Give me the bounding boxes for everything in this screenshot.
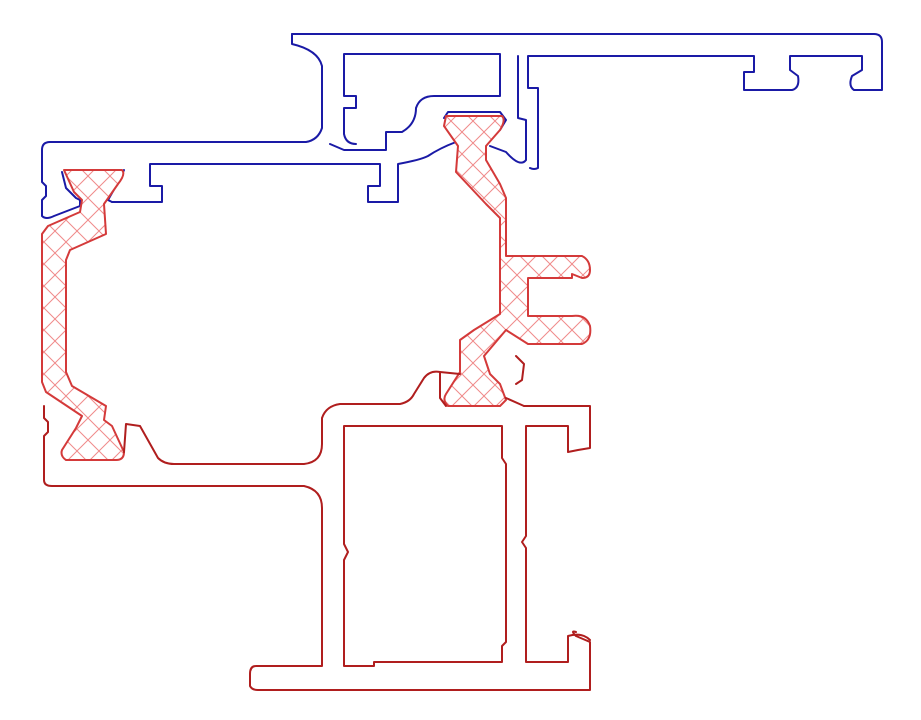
inner-profile-right-lip [505,355,525,407]
outer-profile [41,33,883,219]
outer-profile-top-bar [291,33,883,170]
inner-profile-right-bar [521,405,591,663]
inner-profile-upper-floor [123,370,461,465]
outer-profile-right-leg [489,55,527,164]
inner-profile-left-wall [43,405,591,691]
thermal-break-strips [41,115,592,461]
outer-profile-left-clip [61,171,81,201]
outer-profile-middle-chamber [329,53,501,151]
inner-profile-left-lip [439,371,447,407]
thermal-break-strip-right [443,115,592,407]
thermal-break-strip-left [41,169,125,461]
outer-profile-lower-bar [111,141,457,203]
outer-profile-top-left-edge [41,33,323,219]
inner-profile-box-chamber [343,425,507,667]
inner-profile [43,355,591,691]
